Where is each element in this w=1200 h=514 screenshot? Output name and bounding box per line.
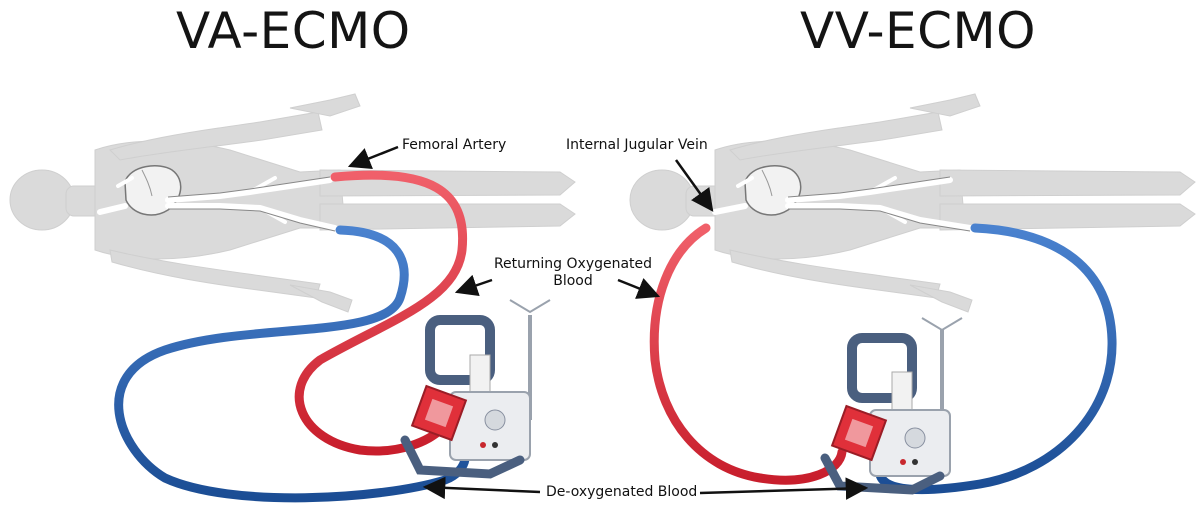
internal-jugular-vein-label: Internal Jugular Vein: [566, 137, 708, 153]
va-oxygenated-tube: [294, 170, 468, 456]
vv-oxygenated-tube: [649, 223, 847, 485]
deoxygenated-blood-label: De-oxygenated Blood: [546, 484, 698, 500]
arrow-internal-jugular: [674, 159, 714, 212]
annotation-arrows: [347, 145, 869, 500]
vv-ecmo-title: VV-ECMO: [800, 2, 1037, 60]
arrow-deoxygenated-left: [422, 476, 541, 500]
femoral-artery-label: Femoral Artery: [402, 137, 507, 153]
returning-oxygenated-line1: Returning Oxygenated: [493, 256, 653, 272]
returning-oxygenated-line2: Blood: [553, 273, 593, 289]
vv-vessels-outline: [787, 176, 971, 232]
va-ecmo-title: VA-ECMO: [176, 2, 411, 60]
returning-oxygenated-label: Returning Oxygenated Blood: [490, 256, 656, 290]
va-vessels-outline: [167, 176, 336, 232]
va-ecmo-machine: [400, 299, 551, 479]
arrow-deoxygenated-right: [699, 477, 869, 500]
vv-ecmo-machine: [820, 317, 963, 495]
vv-patient-silhouette: [629, 93, 1196, 313]
arrow-returning-right: [617, 278, 661, 299]
arrow-returning-left: [454, 274, 493, 297]
va-vessels: [97, 176, 338, 231]
arrow-femoral-artery: [347, 145, 399, 170]
